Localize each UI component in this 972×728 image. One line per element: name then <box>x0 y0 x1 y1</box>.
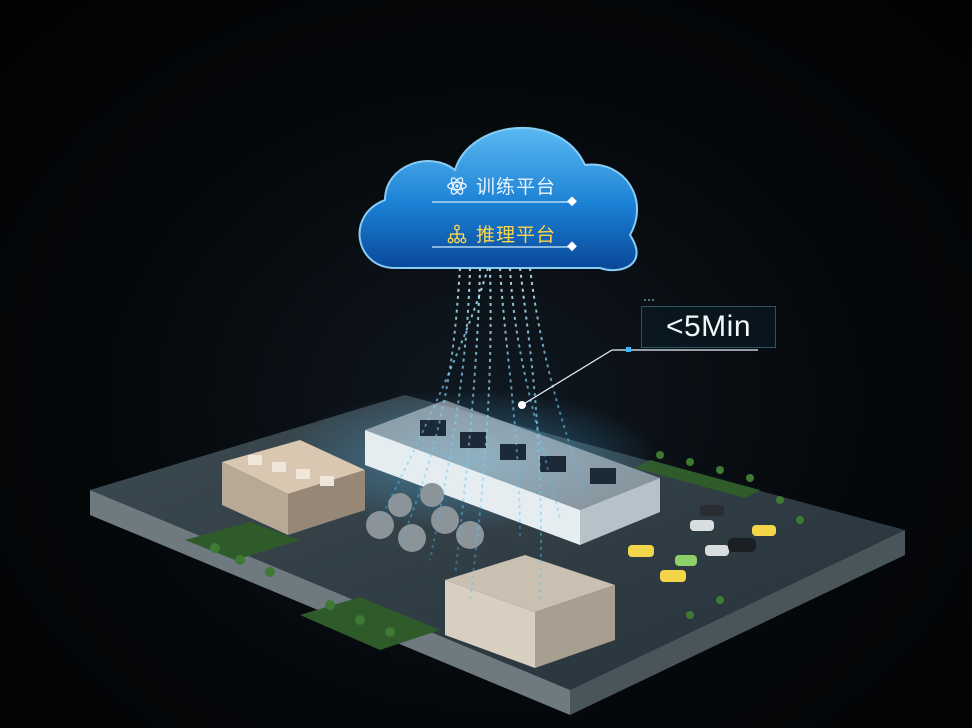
parking-cars <box>628 505 776 582</box>
data-beams <box>379 267 591 601</box>
inference-platform-text: 推理平台 <box>476 224 557 246</box>
callout-leader <box>518 299 758 409</box>
front-building <box>445 555 615 668</box>
inference-platform-label: 推理平台 <box>446 220 556 247</box>
network-hierarchy-icon <box>447 224 467 243</box>
training-platform-text: 训练平台 <box>476 176 557 198</box>
training-platform-label: 训练平台 <box>446 172 556 199</box>
cloud-shape <box>358 126 639 272</box>
atom-icon <box>447 176 467 195</box>
deploy-time-callout: <5Min <box>641 306 776 348</box>
trees <box>210 451 804 637</box>
left-annex <box>222 440 365 535</box>
